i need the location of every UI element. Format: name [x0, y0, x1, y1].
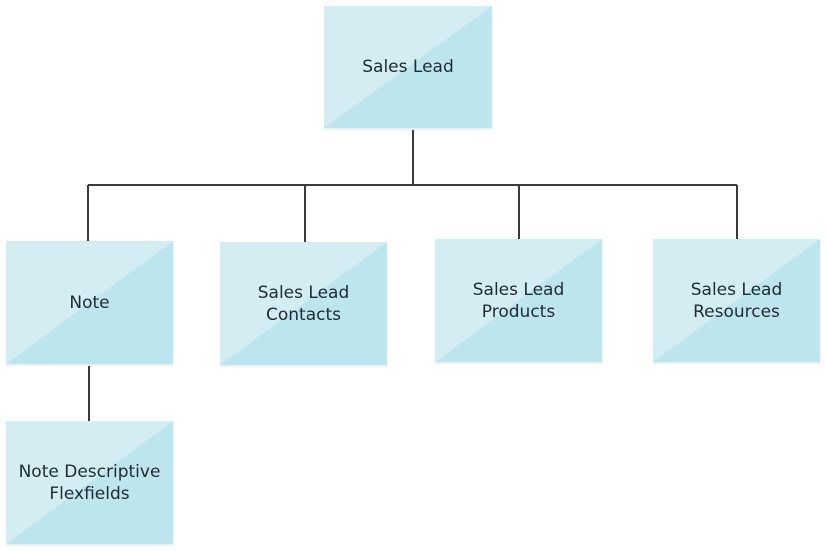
node-sales-lead-label: Sales Lead — [362, 57, 454, 77]
node-sales-lead-resources-label: Sales Lead Resources — [690, 279, 783, 322]
node-sales-lead-contacts: Sales Lead Contacts — [220, 242, 388, 367]
node-sales-lead-products: Sales Lead Products — [435, 239, 603, 364]
node-note: Note — [6, 241, 174, 366]
node-sales-lead-contacts-label: Sales Lead Contacts — [257, 282, 350, 325]
node-sales-lead: Sales Lead — [324, 6, 493, 130]
node-sales-lead-resources: Sales Lead Resources — [653, 239, 821, 364]
node-note-label: Note — [69, 292, 110, 313]
node-sales-lead-products-label: Sales Lead Products — [472, 279, 565, 322]
node-note-descriptive-flexfields: Note Descriptive Flexfields — [6, 421, 174, 546]
node-note-descriptive-flexfields-label: Note Descriptive Flexfields — [18, 461, 161, 504]
